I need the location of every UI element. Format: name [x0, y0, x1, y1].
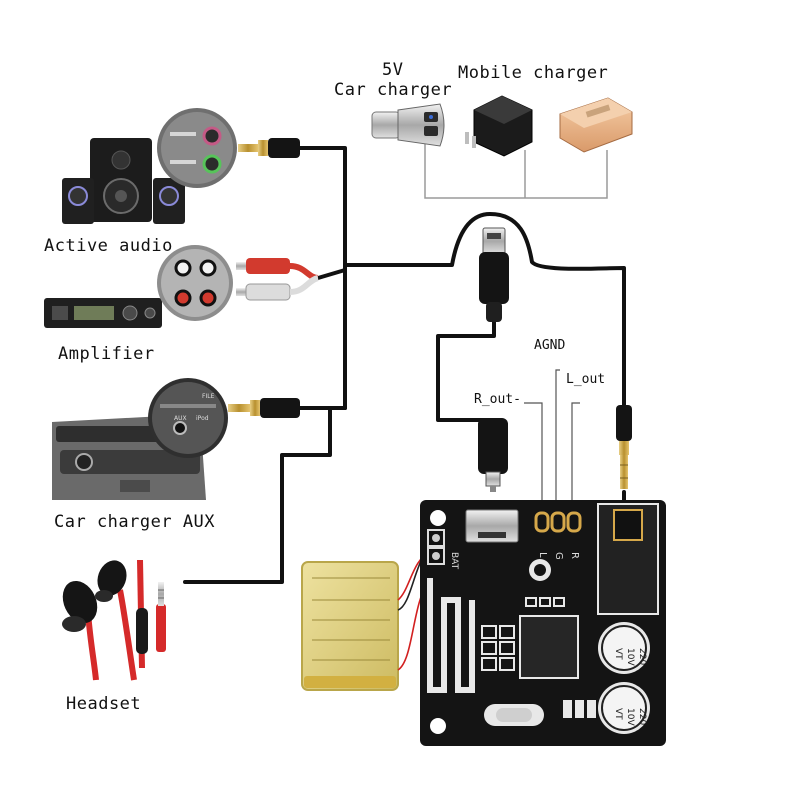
jack-plug-right	[616, 405, 632, 489]
label-l-out: L_out	[566, 372, 606, 387]
lipo-battery	[301, 561, 399, 691]
power-bus-line	[424, 140, 608, 199]
micro-usb-plug	[478, 418, 508, 492]
guide-agnd	[555, 369, 560, 500]
pin-g-text: G	[553, 552, 564, 560]
cap-2-value: 220	[637, 708, 647, 725]
car-aux-zoom-panel: AUX iPod FILE	[148, 378, 228, 458]
cable-main-feed	[343, 212, 626, 412]
cable-usb	[436, 318, 496, 422]
bat-text: BAT	[449, 552, 459, 570]
label-agnd: AGND	[534, 338, 566, 353]
label-amplifier: Amplifier	[58, 344, 155, 364]
bluetooth-audio-board	[420, 500, 666, 746]
car-charger-icon	[371, 103, 445, 147]
wall-charger-icon	[465, 95, 533, 157]
cable-headset	[183, 406, 347, 584]
label-car-charger: Car charger	[334, 80, 453, 100]
aux-panel-ipod-text: iPod	[196, 415, 209, 422]
label-active-audio: Active audio	[44, 236, 173, 256]
power-sources	[371, 95, 633, 199]
guide-r-out	[524, 402, 543, 500]
car-aux-plug	[228, 398, 300, 418]
active-audio-jack-panel	[157, 108, 237, 188]
pin-l-text: L	[537, 552, 548, 558]
label-headset: Headset	[66, 694, 142, 714]
pin-r-text: R	[569, 552, 580, 559]
cable-active-audio	[298, 146, 347, 410]
cap-1-value: 220	[637, 648, 647, 665]
label-r-out: R_out-	[474, 392, 521, 407]
power-bank-icon	[559, 97, 633, 153]
aux-panel-file-text: FILE	[202, 393, 215, 400]
label-car-charger-aux: Car charger AUX	[54, 512, 216, 532]
amplifier-device	[44, 298, 162, 328]
usb-a-plug	[479, 227, 509, 322]
label-5v: 5V	[382, 60, 404, 80]
guide-l-out	[571, 402, 580, 500]
active-audio-speakers	[62, 138, 185, 224]
label-mobile-charger: Mobile charger	[458, 63, 609, 83]
cap-2-voltage: 10V	[625, 708, 635, 726]
amplifier-rca-panel	[157, 245, 233, 321]
rca-plugs	[236, 258, 319, 301]
active-audio-plug	[238, 138, 300, 158]
cap-2-vt: VT	[613, 708, 623, 720]
output-pin-guides	[524, 369, 580, 500]
headset-device	[62, 559, 166, 681]
aux-panel-aux-text: AUX	[174, 415, 187, 422]
cap-1-vt: VT	[613, 648, 623, 660]
cap-1-voltage: 10V	[625, 648, 635, 666]
cable-amplifier	[316, 268, 347, 280]
